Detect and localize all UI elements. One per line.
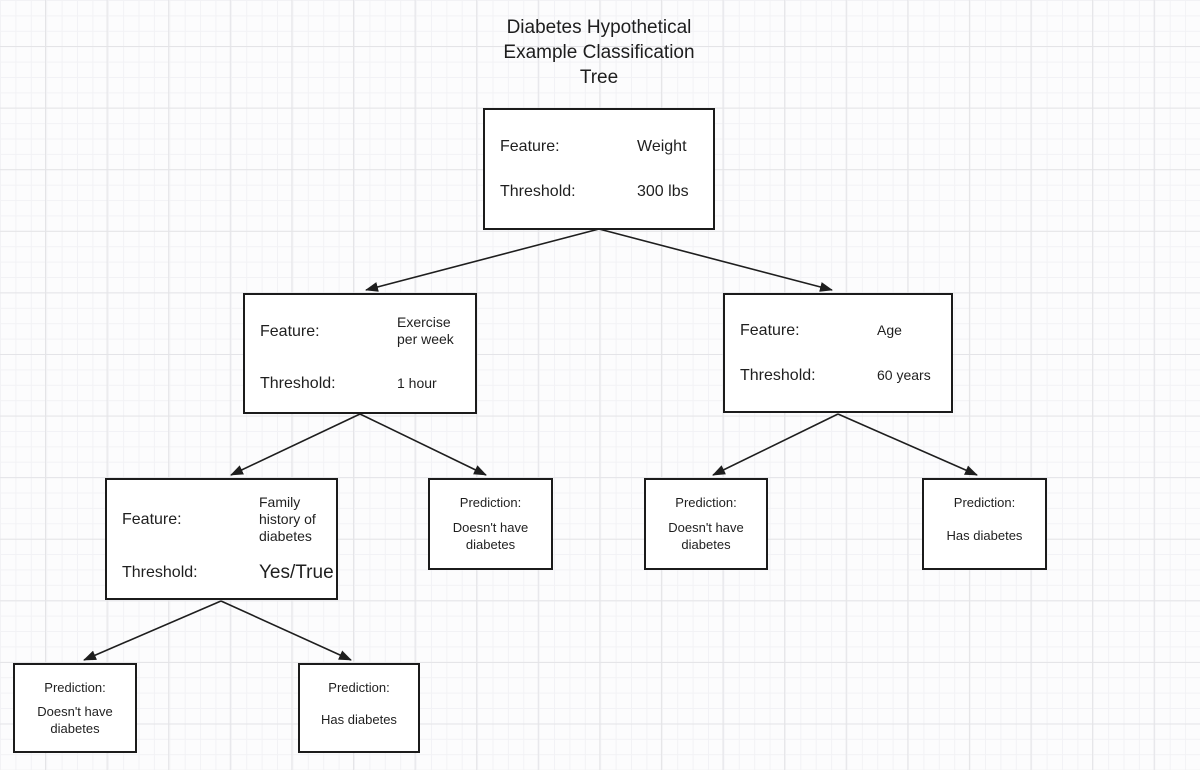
edge-root-to-exercise[interactable] [365,228,600,292]
feature-value: Weight [637,138,687,155]
title-line-2: Example Classification [503,42,695,63]
feature-value: Exercise per week [397,314,454,348]
threshold-row: Threshold: 300 lbs [500,182,705,201]
prediction-label: Prediction: [675,495,737,510]
feature-value: Family history of diabetes [259,494,316,545]
prediction-label: Prediction: [953,495,1016,510]
edge-age-to-prediction-right[interactable] [837,413,978,476]
feature-row: Feature: Age [740,321,943,340]
prediction-label: Prediction: [459,495,522,510]
edge-family-to-prediction-right[interactable] [220,600,352,661]
prediction-label: Prediction: [328,680,390,695]
node-root-weight[interactable]: Feature: Weight Threshold: 300 lbs [483,108,715,230]
prediction-value: Doesn't have diabetes [37,703,113,736]
edge-age-to-prediction-left[interactable] [712,413,839,476]
node-family-history[interactable]: Feature: Family history of diabetes Thre… [105,478,338,600]
node-prediction-family-left[interactable]: Prediction: Doesn't have diabetes [13,663,137,753]
prediction-label: Prediction: [44,680,106,695]
feature-value: Age [877,322,902,338]
node-prediction-exercise-right[interactable]: Prediction: Doesn't have diabetes [428,478,553,570]
node-exercise-per-week[interactable]: Feature: Exercise per week Threshold: 1 … [243,293,477,414]
edge-root-to-age[interactable] [598,228,833,292]
threshold-label: Threshold: [740,367,816,384]
edge-exercise-to-family[interactable] [230,413,361,476]
node-prediction-age-left[interactable]: Prediction: Doesn't have diabetes [644,478,768,570]
threshold-row: Threshold: 60 years [740,366,943,385]
threshold-row: Threshold: 1 hour [260,374,467,393]
feature-row: Feature: Weight [500,137,705,156]
title-line-3: Tree [579,67,619,88]
feature-label: Feature: [260,322,320,340]
feature-label: Feature: [500,138,560,155]
node-prediction-age-right[interactable]: Prediction: Has diabetes [922,478,1047,570]
node-prediction-family-right[interactable]: Prediction: Has diabetes [298,663,420,753]
feature-label: Feature: [122,511,182,528]
threshold-value: 60 years [877,367,931,383]
feature-label: Feature: [740,322,800,339]
threshold-value: Yes/True [259,562,334,583]
threshold-label: Threshold: [500,183,576,200]
diagram-title: Diabetes Hypothetical Example Classifica… [449,15,749,90]
feature-value-line: diabetes [259,528,312,544]
threshold-value: 1 hour [397,375,437,391]
threshold-row: Threshold: Yes/True [122,561,334,584]
feature-value-line: Exercise [397,314,451,330]
title-line-1: Diabetes Hypothetical [506,17,692,38]
prediction-value: Doesn't have diabetes [452,519,529,552]
threshold-label: Threshold: [122,564,198,581]
node-age[interactable]: Feature: Age Threshold: 60 years [723,293,953,413]
threshold-label: Threshold: [260,375,336,392]
prediction-value: Has diabetes [321,712,397,727]
feature-row: Feature: Family history of diabetes [122,494,328,545]
edge-family-to-prediction-left[interactable] [83,600,222,661]
feature-value-line: Family [259,494,301,510]
prediction-value: Doesn't have diabetes [668,519,744,552]
feature-value-line: history of [259,511,316,527]
feature-row: Feature: Exercise per week [260,314,467,348]
edge-exercise-to-prediction[interactable] [359,413,487,476]
feature-value-line: per week [397,331,454,347]
prediction-value: Has diabetes [946,528,1023,543]
threshold-value: 300 lbs [637,183,689,200]
